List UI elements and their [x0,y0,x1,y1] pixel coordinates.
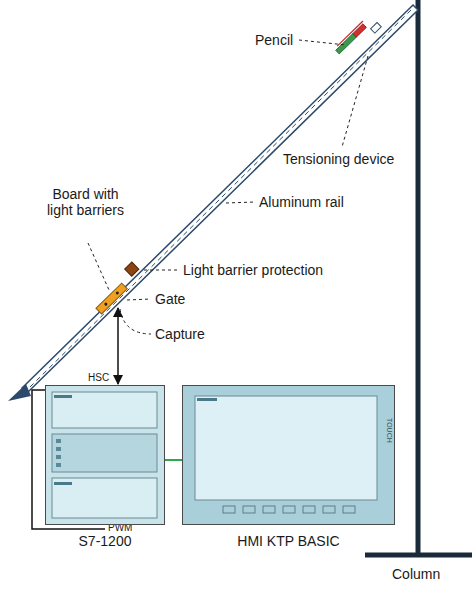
aluminum-rail [22,5,418,393]
brand-mark: TOUCH [386,418,393,443]
network-cable [165,459,182,461]
plc-housing [45,385,165,525]
part-label: Gate [155,291,185,307]
device-name: S7-1200 [45,533,165,549]
part-label: Board with light barriers [38,186,133,218]
rail-centerline [30,9,412,387]
signal-arrow [117,308,119,384]
column-base [365,553,472,558]
part-label: Pencil [255,32,293,48]
part-label: Light barrier protection [183,262,323,278]
rail-arrowhead [8,384,31,401]
part-label: HSC [88,372,109,384]
hmi-panel: TOUCH HMI KTP BASIC [182,385,395,549]
device-name: HMI KTP BASIC [182,533,395,549]
light-barrier-board [90,262,143,314]
plc-device: S7-1200 [45,385,165,549]
part-label: Column [392,566,440,582]
leader-lines [88,40,368,334]
column-post [416,0,421,555]
hmi-housing: TOUCH [182,385,395,525]
device-detail [46,386,163,523]
device-detail [183,386,393,523]
part-label: Capture [155,326,205,342]
pencil [334,15,381,61]
part-label: Tensioning device [283,151,394,167]
part-label: Aluminum rail [259,194,344,210]
